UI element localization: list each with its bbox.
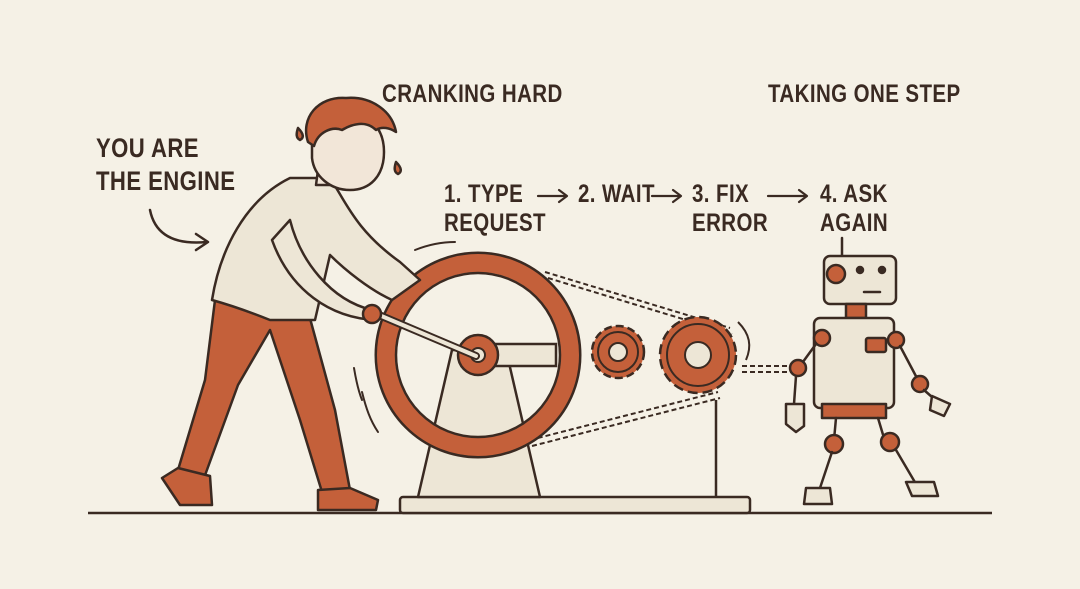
pointer-arrow <box>148 208 209 244</box>
step-2-label: 2. WAIT <box>578 180 655 208</box>
step-1-label: 1. TYPE REQUEST <box>444 180 546 237</box>
you-are-the-engine-label: YOU ARE THE ENGINE <box>96 133 236 196</box>
cranking-hard-label: CRANKING HARD <box>382 80 563 108</box>
step-arrows <box>536 188 809 204</box>
taking-one-step-label: TAKING ONE STEP <box>768 80 961 108</box>
gear-small <box>590 324 646 380</box>
gear-large <box>658 315 738 395</box>
flywheel <box>353 241 582 459</box>
step-4-label: 4. ASK AGAIN <box>820 180 889 237</box>
robot-figure <box>784 236 952 506</box>
step-3-label: 3. FIX ERROR <box>692 180 769 237</box>
crank-machine <box>398 342 752 515</box>
person-figure <box>160 96 480 512</box>
